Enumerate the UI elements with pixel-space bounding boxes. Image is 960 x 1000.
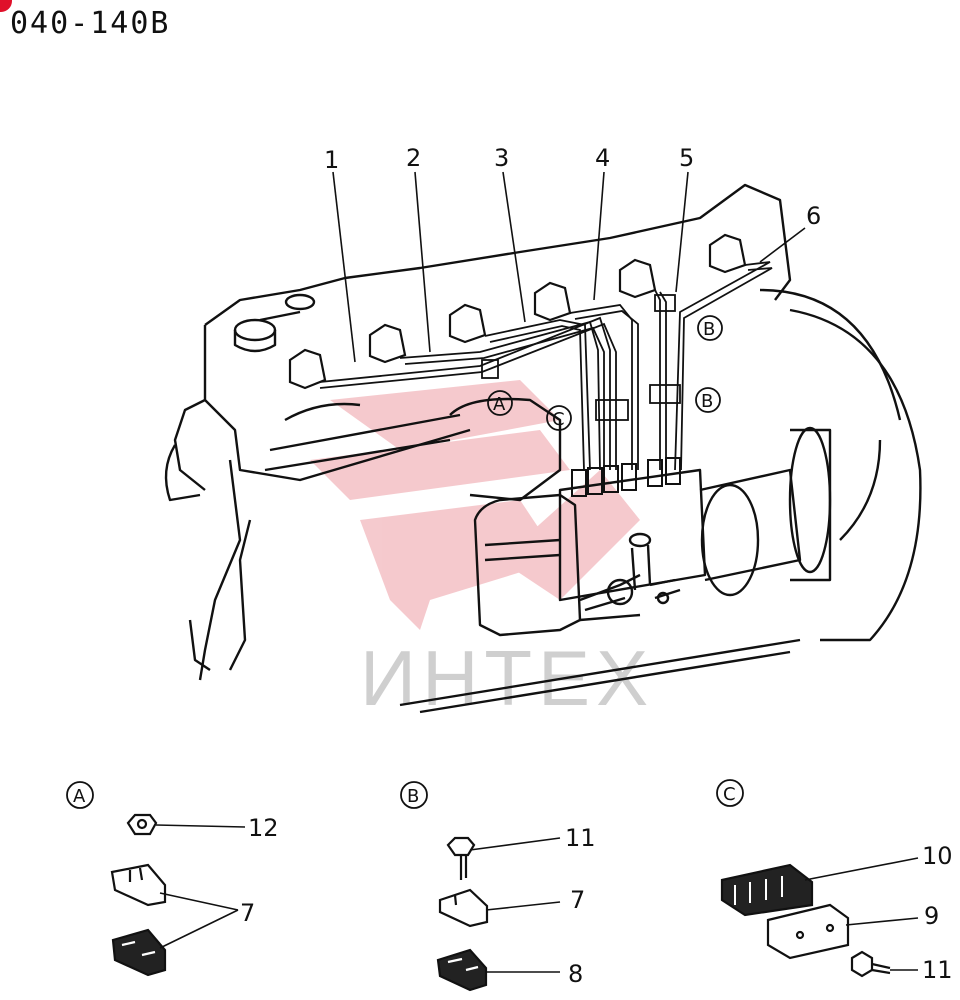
diagram-code: 040-140B (10, 6, 171, 41)
callout-5: 5 (679, 144, 694, 172)
detail-view-a: A 12 7 (66, 781, 279, 977)
view-b-part-11: 11 (565, 824, 596, 852)
marker-b-lower: B (701, 391, 713, 412)
watermark-text: ИНТЕХ (360, 634, 654, 722)
view-c-label: C (723, 784, 736, 805)
marker-c: C (552, 409, 565, 430)
callout-leaders (332, 171, 806, 363)
marker-b-upper: B (703, 319, 715, 340)
view-a-label: A (73, 786, 86, 807)
view-a-part-7: 7 (240, 899, 255, 927)
engine-marker-labels: A C B B (493, 319, 715, 430)
callout-1: 1 (324, 146, 339, 174)
fuel-pipes (319, 261, 773, 471)
callout-2: 2 (406, 144, 421, 172)
callout-4: 4 (595, 144, 610, 172)
detail-view-b: B 11 7 8 (400, 781, 596, 992)
view-c-part-9: 9 (924, 902, 939, 930)
detail-view-c: C 10 9 11 (716, 779, 953, 984)
injectors (288, 233, 747, 390)
engine-block (164, 183, 922, 714)
callout-3: 3 (494, 144, 509, 172)
view-b-label: B (407, 786, 419, 807)
view-a-part-12: 12 (248, 814, 279, 842)
view-b-part-7: 7 (570, 886, 585, 914)
marker-a: A (493, 394, 506, 415)
callout-6: 6 (806, 202, 821, 230)
view-b-part-8: 8 (568, 960, 583, 988)
pump-outlets (571, 457, 681, 497)
watermark-logo (310, 380, 640, 630)
view-c-part-10: 10 (922, 842, 953, 870)
view-c-part-11: 11 (922, 956, 953, 984)
callout-numbers: 1 2 3 4 5 6 (324, 144, 821, 230)
engine-markers (487, 315, 723, 431)
